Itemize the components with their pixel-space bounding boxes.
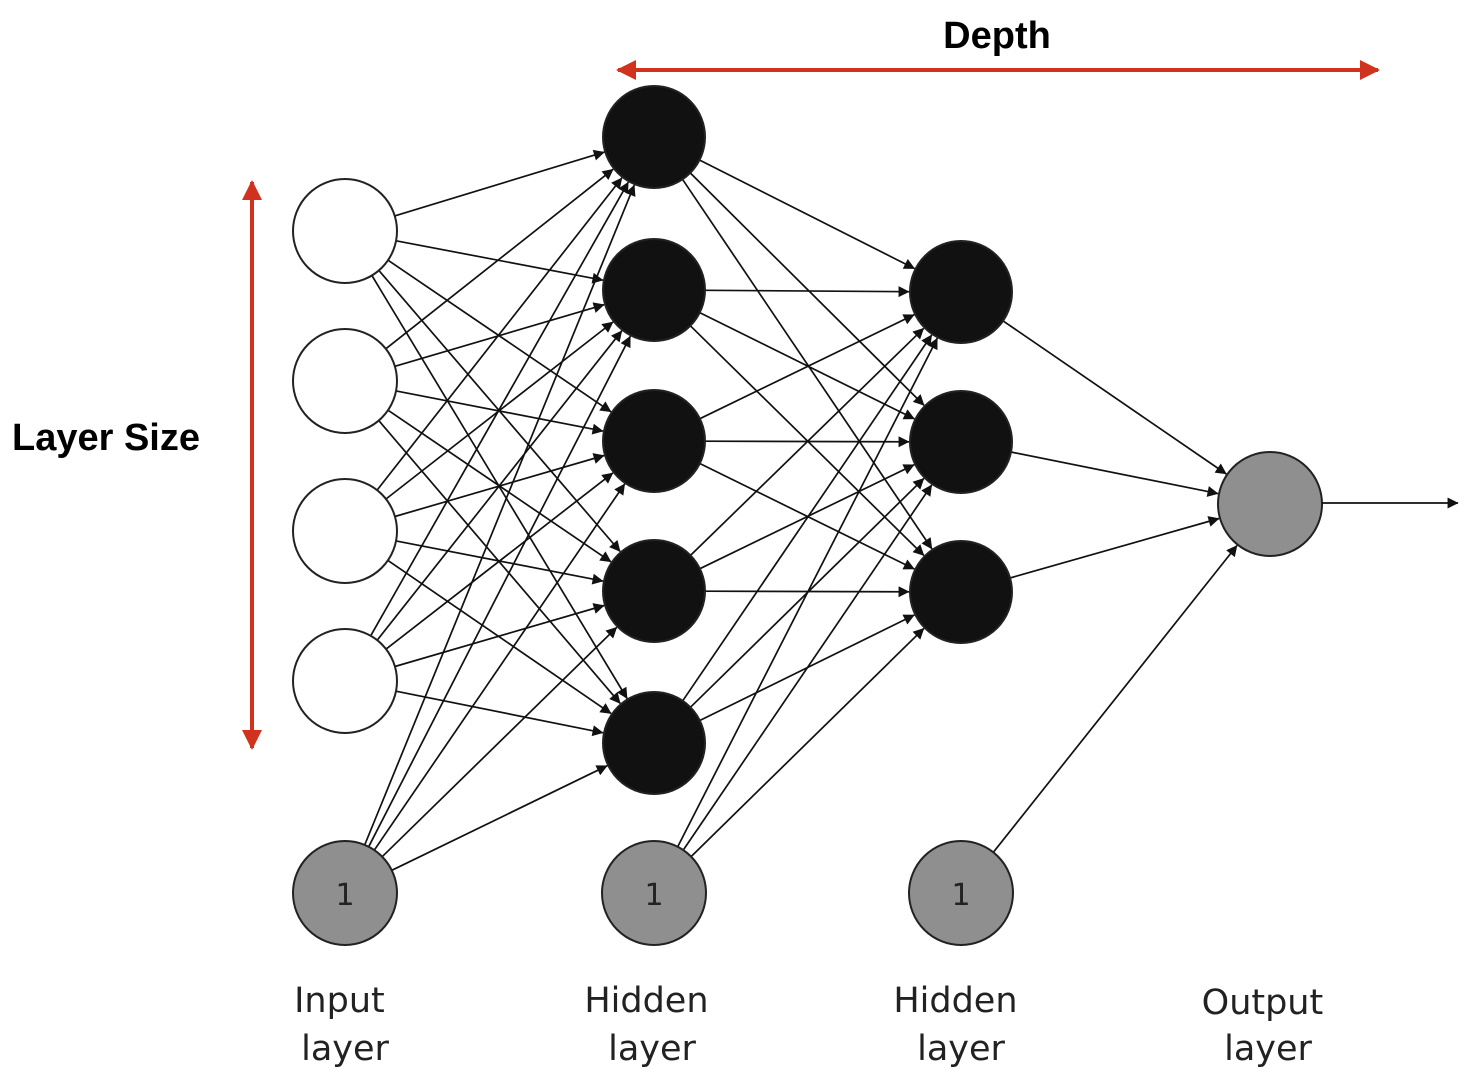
connection-edge xyxy=(682,484,933,851)
connection-edge xyxy=(394,302,605,368)
connection-edge xyxy=(1009,516,1220,579)
bias-node-circle xyxy=(292,840,398,946)
input-layer-label-line1: Input xyxy=(294,981,385,1021)
hidden-layer-2-label-line1: Hidden xyxy=(893,981,1017,1021)
hidden-2-bias-node: 1 xyxy=(908,840,1014,946)
connection-edge xyxy=(681,178,933,550)
hidden-node xyxy=(602,539,706,643)
connection-edge xyxy=(699,313,915,420)
connection-edge xyxy=(689,172,925,407)
connection-edge xyxy=(394,149,605,217)
hidden-layer-1-label-line2: layer xyxy=(608,1029,696,1069)
hidden-layer-2: 1 xyxy=(908,240,1014,946)
connection-edge xyxy=(699,159,916,270)
connection-edge xyxy=(395,690,604,737)
bias-node-circle xyxy=(601,840,707,946)
connection-edge xyxy=(704,286,910,298)
input-layer-label: Input layer xyxy=(294,981,396,1069)
hidden-node xyxy=(909,240,1013,344)
input-bias-node: 1 xyxy=(292,840,398,946)
hidden-layer-2-label-line2: layer xyxy=(917,1029,1005,1069)
connection-edge xyxy=(699,311,915,420)
output-layer xyxy=(1217,451,1459,557)
hidden-node xyxy=(602,85,706,189)
connection-edge xyxy=(391,764,608,872)
connection-edge xyxy=(690,627,925,858)
input-node xyxy=(292,628,398,734)
connection-edge xyxy=(992,544,1238,853)
bias-node-label: 1 xyxy=(951,878,970,913)
hidden-layer-1-label: Hidden layer xyxy=(584,981,719,1069)
connection-edge xyxy=(376,330,623,641)
input-layer: 1 xyxy=(292,178,398,946)
connection-edge xyxy=(367,335,632,848)
connection-edge xyxy=(385,472,614,650)
connection-edge xyxy=(1010,451,1219,497)
input-layer-label-line2: layer xyxy=(301,1029,389,1069)
hidden-node xyxy=(909,390,1013,494)
connection-edge xyxy=(369,181,630,637)
bias-node-label: 1 xyxy=(644,878,663,913)
output-layer-label-line1: Output xyxy=(1202,983,1324,1023)
layer-labels: Input layer Hidden layer Hidden layer Ou… xyxy=(294,981,1335,1069)
bias-node-circle xyxy=(908,840,1014,946)
annotations: Depth Layer Size xyxy=(12,15,1380,750)
bias-node-label: 1 xyxy=(335,878,354,913)
connection-edge xyxy=(381,626,618,858)
connection-edge xyxy=(689,327,925,557)
layer-size-label: Layer Size xyxy=(12,417,200,459)
hidden-1-bias-node: 1 xyxy=(601,840,707,946)
input-node xyxy=(292,478,398,584)
connections xyxy=(363,149,1238,872)
hidden-node xyxy=(602,389,706,493)
connection-edge xyxy=(394,603,605,668)
hidden-layer-2-label: Hidden layer xyxy=(893,981,1028,1069)
hidden-node xyxy=(602,238,706,342)
connection-edge xyxy=(704,586,910,598)
connection-edge xyxy=(681,334,933,702)
input-node xyxy=(292,328,398,434)
hidden-layer-1: 1 xyxy=(601,85,707,946)
input-node xyxy=(292,178,398,284)
connection-edge xyxy=(385,168,614,350)
output-layer-label: Output layer xyxy=(1202,983,1335,1069)
output-node xyxy=(1217,451,1323,557)
connection-edge xyxy=(676,337,939,848)
hidden-node xyxy=(602,691,706,795)
connection-edge xyxy=(363,184,636,846)
output-layer-label-line2: layer xyxy=(1224,1029,1312,1069)
connection-edge xyxy=(373,483,626,851)
connection-edge xyxy=(1002,320,1227,475)
connection-edge xyxy=(387,559,612,715)
depth-label: Depth xyxy=(943,15,1051,57)
hidden-node xyxy=(909,540,1013,644)
hidden-layer-1-label-line1: Hidden xyxy=(584,981,708,1021)
connection-edge xyxy=(395,239,604,284)
connection-edge xyxy=(376,177,623,491)
